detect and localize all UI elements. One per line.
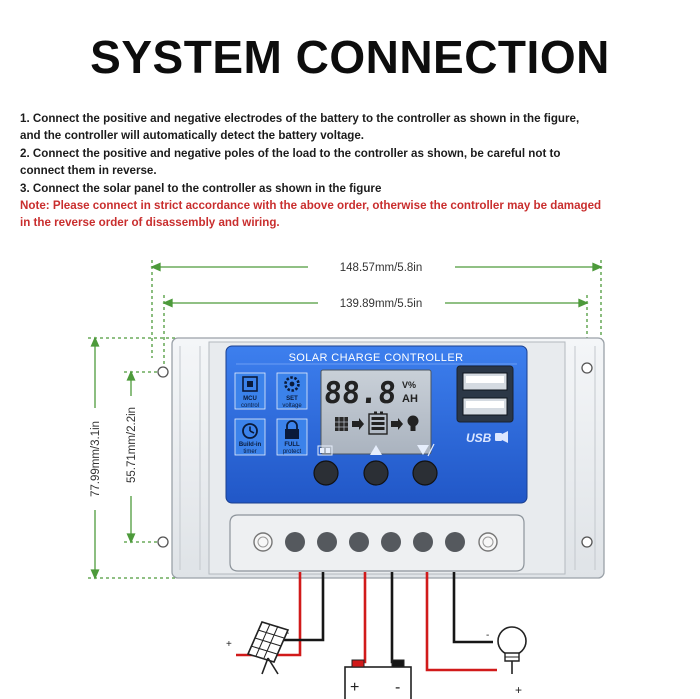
- terminal-block: [229, 514, 525, 572]
- solar-minus-label: -: [286, 628, 289, 639]
- outer-height-label: 77.99mm/3.1in: [90, 421, 102, 497]
- dimension-outer-width: [150, 260, 603, 358]
- panel-title: SOLAR CHARGE CONTROLLER: [289, 352, 464, 364]
- feature-label: Build-in: [239, 442, 262, 448]
- lcd-arrow-icon: [391, 418, 403, 430]
- load-plus-label: +: [515, 683, 522, 697]
- battery-plus-label: +: [350, 679, 359, 696]
- feature-label: SET: [286, 396, 298, 402]
- lcd-screen: 88.8 V% AH: [320, 369, 432, 455]
- instruction-line: and the controller will automatically de…: [20, 129, 365, 143]
- feature-label: MCU: [243, 396, 257, 402]
- terminal-socket: [317, 532, 337, 552]
- chip-icon: [242, 376, 258, 392]
- lcd-bulb-icon: [407, 415, 419, 431]
- gear-icon: [284, 376, 300, 392]
- feature-label: voltage: [282, 403, 302, 409]
- mounting-hole-icon: [581, 536, 593, 548]
- battery-minus-label: -: [395, 679, 400, 696]
- menu-button[interactable]: [313, 460, 339, 486]
- usb-ports: [456, 365, 514, 423]
- dimension-outer-height: [88, 336, 175, 580]
- menu-icon: [317, 445, 333, 456]
- lock-icon: [285, 420, 299, 439]
- clock-icon: [242, 423, 258, 439]
- lcd-battery-icon: [368, 411, 388, 435]
- load-minus-label: -: [486, 630, 489, 641]
- usb-text: USB: [466, 431, 492, 445]
- mounting-hole-icon: [581, 362, 593, 374]
- dimension-inner-width: [162, 295, 589, 372]
- lcd-arrow-icon: [352, 418, 364, 430]
- lcd-unit-bottom: AH: [402, 393, 418, 405]
- instruction-line: 2. Connect the positive and negative pol…: [20, 146, 561, 160]
- mounting-hole-icon: [157, 366, 169, 378]
- note-line: in the reverse order of disassembly and …: [20, 216, 280, 230]
- feature-full-protect: FULL protect: [276, 418, 308, 456]
- instructions: 1. Connect the positive and negative ele…: [20, 110, 700, 232]
- feature-label: timer: [243, 449, 256, 455]
- lcd-digits: 88.8: [323, 376, 398, 411]
- inner-width-label: 139.89mm/5.5in: [340, 298, 422, 310]
- instruction-line: 3. Connect the solar panel to the contro…: [20, 181, 382, 195]
- terminal-socket: [413, 532, 433, 552]
- connection-diagram: 148.57mm/5.8in 139.89mm/5.5in 77.99mm/3.…: [88, 260, 605, 699]
- lcd-unit-top: V%: [402, 380, 416, 390]
- terminal-socket: [285, 532, 305, 552]
- down-arrow-icon: [417, 445, 429, 455]
- note-line: Note: Please connect in strict accordanc…: [20, 199, 602, 213]
- down-button[interactable]: [412, 460, 438, 486]
- page-title: SYSTEM CONNECTION: [90, 31, 610, 83]
- feature-mcu: MCU control: [234, 372, 266, 410]
- feature-timer: Build-in timer: [234, 418, 266, 456]
- instruction-line: 1. Connect the positive and negative ele…: [20, 112, 580, 125]
- terminal-socket: [381, 532, 401, 552]
- feature-label: control: [241, 403, 259, 409]
- screw-icon: [253, 532, 273, 552]
- instruction-line: connect them in reverse.: [20, 164, 157, 178]
- mounting-hole-icon: [157, 536, 169, 548]
- terminal-socket: [445, 532, 465, 552]
- lcd-solar-panel-icon: [335, 417, 348, 431]
- usb-icon: [495, 431, 508, 443]
- up-arrow-icon: [370, 445, 382, 455]
- feature-label: FULL: [284, 442, 300, 448]
- terminal-socket: [349, 532, 369, 552]
- outer-width-label: 148.57mm/5.8in: [340, 262, 422, 274]
- solar-plus-label: +: [226, 639, 232, 650]
- up-button[interactable]: [363, 460, 389, 486]
- light-bulb-icon: [497, 626, 527, 674]
- solar-panel-icon: [246, 621, 290, 675]
- battery-icon: [344, 659, 412, 699]
- feature-set-voltage: SET voltage: [276, 372, 308, 410]
- screw-icon: [478, 532, 498, 552]
- feature-label: protect: [283, 449, 302, 455]
- usb-label: USB: [466, 431, 508, 445]
- inner-height-label: 55.71mm/2.2in: [126, 407, 138, 483]
